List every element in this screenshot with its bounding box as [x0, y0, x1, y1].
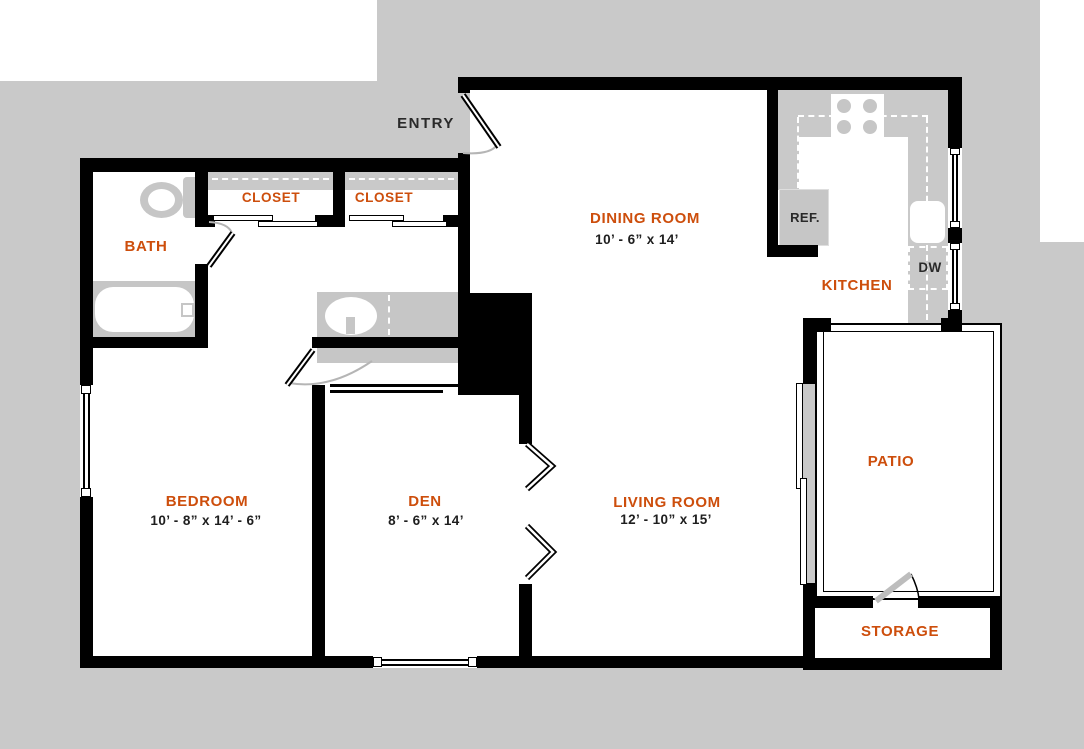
stove	[831, 94, 884, 139]
wall-kitchen-patio-stub	[941, 318, 962, 332]
wall-den-living-bottom	[519, 584, 532, 658]
wall-vanity	[312, 337, 458, 348]
window-bedroom-left	[83, 393, 85, 489]
wall-bath-bottom	[80, 337, 208, 348]
dishwasher	[908, 246, 948, 290]
wall-kitchen-left-stub	[767, 245, 818, 257]
wall-closet-bottom-b	[315, 215, 345, 227]
closet-sliding-door	[258, 221, 318, 227]
window-cap	[468, 657, 477, 667]
wall-storage-right	[990, 596, 1002, 670]
wall-bath-right-lower	[195, 264, 208, 348]
den-dimensions: 8’ - 6” x 14’	[388, 513, 464, 528]
window-cap	[81, 385, 91, 394]
kitchen-sink-tab	[928, 216, 945, 228]
dishwasher-label: DW	[918, 260, 942, 275]
stove-burner	[863, 99, 877, 113]
vanity-faucet	[346, 317, 355, 334]
refrigerator	[779, 189, 829, 246]
window-kitchen-right-lower	[952, 248, 954, 305]
bedroom-dimensions: 10’ - 8” x 14’ - 6”	[150, 513, 262, 528]
wall-patio-corner	[803, 318, 831, 332]
wall-den-living-top	[519, 395, 532, 444]
window-cap	[950, 303, 960, 310]
wall-entry-stub	[458, 77, 470, 93]
wall-living-right-bottom	[803, 583, 815, 670]
wall-living-right-top	[803, 318, 815, 384]
dining-room-label: DINING ROOM	[590, 210, 700, 227]
closet-sliding-door	[392, 221, 447, 227]
window-cap	[373, 657, 382, 667]
background-notch-top-left	[0, 0, 377, 81]
window-bedroom-left	[80, 385, 93, 497]
closet-shelf	[208, 172, 333, 190]
wall-top-bath-closets	[80, 158, 470, 172]
closet-left-label: CLOSET	[241, 190, 301, 205]
window-kitchen-right-lower	[956, 248, 958, 305]
wall-top-dining-kitchen	[458, 77, 962, 90]
living-room-dimensions: 12’ - 10” x 15’	[620, 512, 712, 527]
wall-bedroom-den	[312, 385, 325, 658]
stove-burner	[837, 99, 851, 113]
wall-storage-top-right	[918, 596, 1002, 608]
window-kitchen-right-upper	[948, 148, 962, 228]
kitchen-label: KITCHEN	[821, 277, 893, 294]
den-label: DEN	[408, 493, 442, 510]
bedroom-label: BEDROOM	[165, 493, 249, 510]
vanity-divider-dashed	[388, 295, 390, 335]
kitchen-counter-edge-dashed	[797, 117, 799, 188]
wall-kitchen-left	[767, 82, 778, 257]
closet-sliding-door	[213, 215, 273, 221]
den-sliding-door	[330, 390, 443, 393]
window-kitchen-right-lower	[948, 243, 962, 310]
window-cap	[81, 488, 91, 497]
floor-dining	[470, 90, 803, 172]
den-sliding-door	[330, 384, 460, 387]
background-notch-top-right	[1040, 0, 1084, 242]
window-den-bottom	[381, 659, 469, 661]
window-den-bottom	[373, 656, 477, 668]
wall-storage-top-left	[815, 596, 873, 608]
patio-sliding-door-panel	[800, 478, 807, 585]
window-cap	[950, 221, 960, 228]
patio-label: PATIO	[867, 453, 915, 470]
closet-rod-dashed	[212, 178, 329, 180]
floor-main	[93, 172, 803, 656]
kitchen-counter-left	[778, 90, 799, 190]
stove-burner	[837, 120, 851, 134]
dining-room-dimensions: 10’ - 6” x 14’	[595, 232, 679, 247]
closet-shelf	[345, 172, 458, 190]
wall-storage-bottom	[815, 658, 1002, 670]
wall-closet-bottom-c	[443, 215, 470, 227]
stove-burner	[863, 120, 877, 134]
wall-closet-divider	[333, 172, 345, 227]
vanity-counter-lower	[317, 348, 458, 363]
storage-label: STORAGE	[860, 623, 940, 640]
window-bedroom-left	[88, 393, 90, 489]
bathtub	[95, 287, 194, 332]
bath-label: BATH	[124, 238, 168, 255]
closet-rod-dashed	[349, 178, 454, 180]
floor-patio	[815, 323, 1002, 600]
toilet-bowl-inner	[148, 189, 175, 211]
refrigerator-label: REF.	[790, 210, 820, 225]
window-cap	[950, 148, 960, 155]
closet-sliding-door	[349, 215, 404, 221]
living-room-label: LIVING ROOM	[613, 494, 721, 511]
bathtub-faucet	[181, 303, 194, 317]
wall-closet-bottom-a	[195, 215, 215, 227]
window-den-bottom	[381, 664, 469, 666]
patio-sliding-door-panel	[796, 383, 803, 489]
wall-chase-block	[458, 293, 532, 395]
window-kitchen-right-upper	[956, 153, 958, 223]
wall-bath-right-upper	[195, 172, 208, 224]
window-kitchen-right-upper	[952, 153, 954, 223]
closet-right-label: CLOSET	[354, 190, 414, 205]
entry-label: ENTRY	[397, 115, 455, 132]
window-cap	[950, 243, 960, 250]
